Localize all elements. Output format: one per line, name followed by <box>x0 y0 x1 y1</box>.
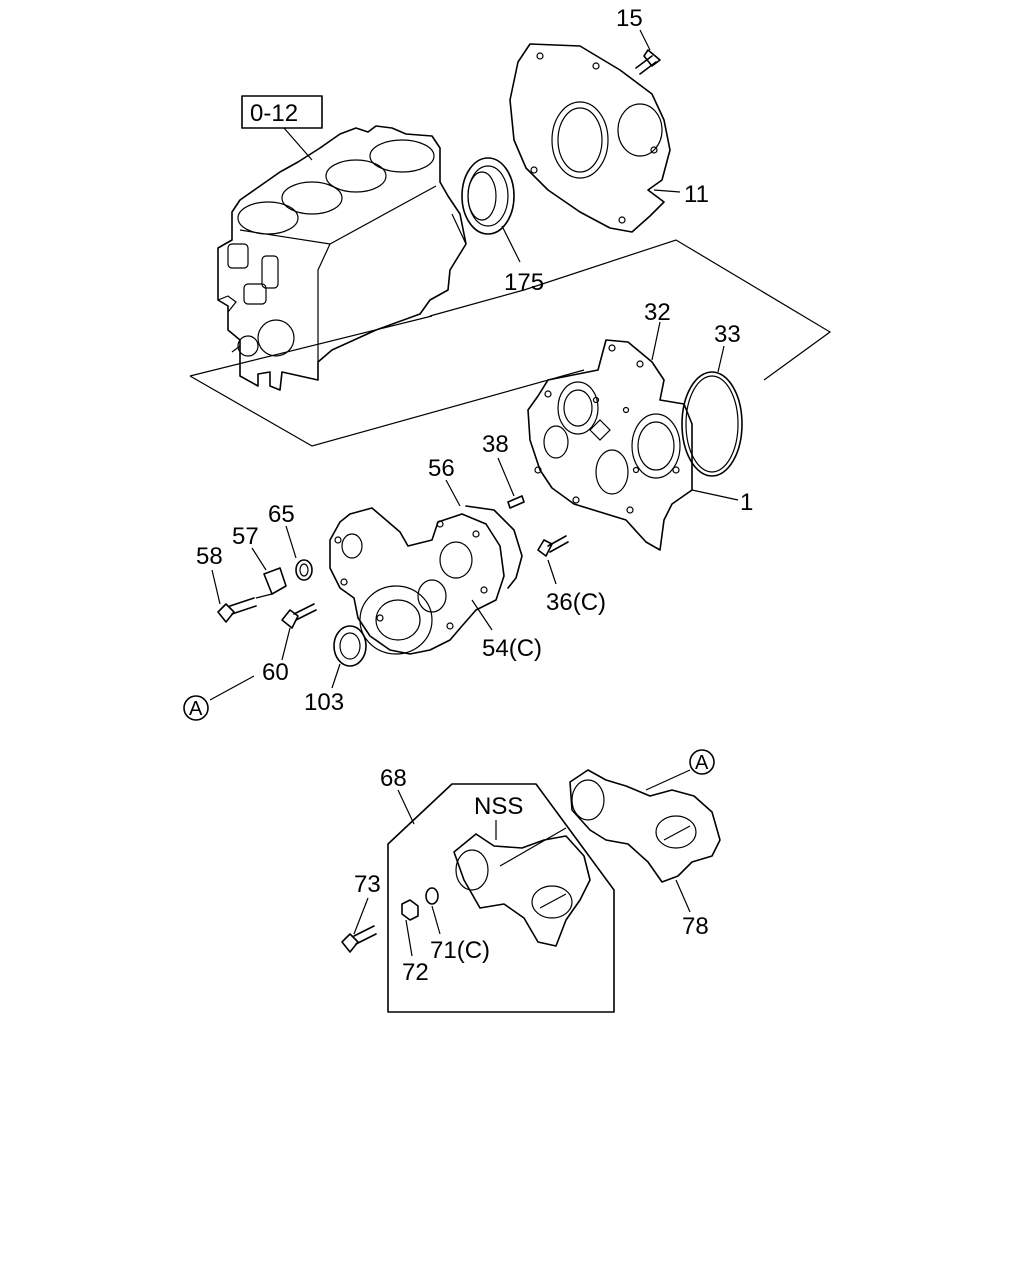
gear-case-cover <box>329 507 505 655</box>
label-73: 73 <box>354 871 381 898</box>
timing-cover-78 <box>569 769 721 913</box>
label-38: 38 <box>482 431 509 458</box>
label-32: 32 <box>644 299 671 326</box>
callout-a-left: A <box>183 675 255 721</box>
plug-65 <box>285 525 313 581</box>
callout-a-right-label: A <box>695 752 709 774</box>
label-15: 15 <box>616 5 643 32</box>
label-1: 1 <box>740 489 753 516</box>
o-ring-33 <box>681 345 743 477</box>
cover-57 <box>251 547 287 595</box>
callout-a-right: A <box>645 749 715 791</box>
gasket-56 <box>445 479 523 589</box>
label-58: 58 <box>196 543 223 570</box>
label-103: 103 <box>304 689 344 716</box>
bolt-36c <box>537 535 569 585</box>
bolt-15 <box>635 29 661 75</box>
label-71c: 71(C) <box>430 937 490 964</box>
label-56: 56 <box>428 455 455 482</box>
assembly-outline <box>189 239 832 447</box>
label-nss: NSS <box>474 793 523 820</box>
bolt-58 <box>211 569 273 623</box>
reference-box-label: 0-12 <box>250 100 298 127</box>
oil-seal-175 <box>461 157 521 263</box>
label-11: 11 <box>684 181 709 208</box>
bolt-60 <box>281 603 317 661</box>
label-65: 65 <box>268 501 295 528</box>
label-72: 72 <box>402 959 429 986</box>
rear-plate <box>509 43 681 233</box>
oil-seal-103 <box>331 625 367 689</box>
engine-block <box>217 125 467 391</box>
reference-box: 0-12 <box>241 95 323 161</box>
dowel-pin-38 <box>497 457 525 509</box>
gasket-32-leader <box>651 321 661 361</box>
label-78: 78 <box>682 913 709 940</box>
label-57: 57 <box>232 523 259 550</box>
callout-a-left-label: A <box>189 698 203 720</box>
label-175: 175 <box>504 269 544 296</box>
label-54c: 54(C) <box>482 635 542 662</box>
label-33: 33 <box>714 321 741 348</box>
label-36c: 36(C) <box>546 589 606 616</box>
front-plate <box>527 339 739 551</box>
nss-assembly <box>341 783 615 1013</box>
label-68: 68 <box>380 765 407 792</box>
label-60: 60 <box>262 659 289 686</box>
